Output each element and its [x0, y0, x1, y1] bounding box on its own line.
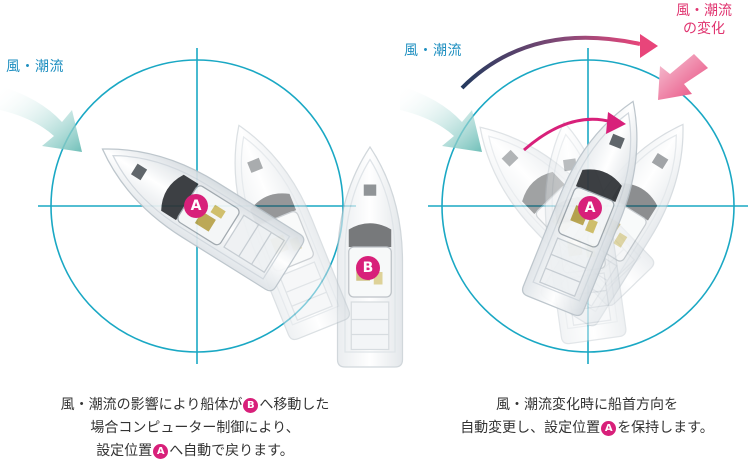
change-label-line1: 風・潮流: [676, 3, 732, 19]
left-wind-arrow: [0, 86, 82, 152]
left-caption-line1-tail: へ移動した: [259, 397, 330, 413]
inline-badge-b: B: [243, 398, 259, 413]
inline-badge-a: A: [601, 421, 617, 436]
left-badge-b: B: [356, 256, 380, 280]
right-badge-a: A: [578, 196, 602, 220]
rotation-arrow: [523, 112, 626, 152]
right-curve-arrow: [460, 34, 658, 90]
right-wind-label: 風・潮流: [404, 43, 462, 59]
change-label-line2: の変化: [683, 21, 725, 37]
left-badge-a: A: [184, 194, 208, 218]
inline-badge-a: A: [153, 444, 169, 459]
left-caption-line3-tail: へ自動で戻ります。: [169, 443, 294, 459]
left-caption-line3-text: 設定位置: [96, 443, 153, 459]
change-label: 風・潮流 の変化: [664, 2, 744, 38]
right-caption-line1: 風・潮流変化時に船首方向を: [496, 397, 678, 413]
right-change-arrow: [658, 54, 708, 100]
left-wind-label: 風・潮流: [6, 59, 64, 75]
right-caption-line2-text: 自動変更し、設定位置: [460, 420, 601, 436]
left-caption-line2: 場合コンピューター制御により、: [90, 420, 300, 436]
right-wind-arrow: [400, 86, 482, 152]
right-caption-line2-tail: を保持します。: [617, 420, 714, 436]
left-caption-line1-text: 風・潮流の影響により船体が: [60, 397, 243, 413]
